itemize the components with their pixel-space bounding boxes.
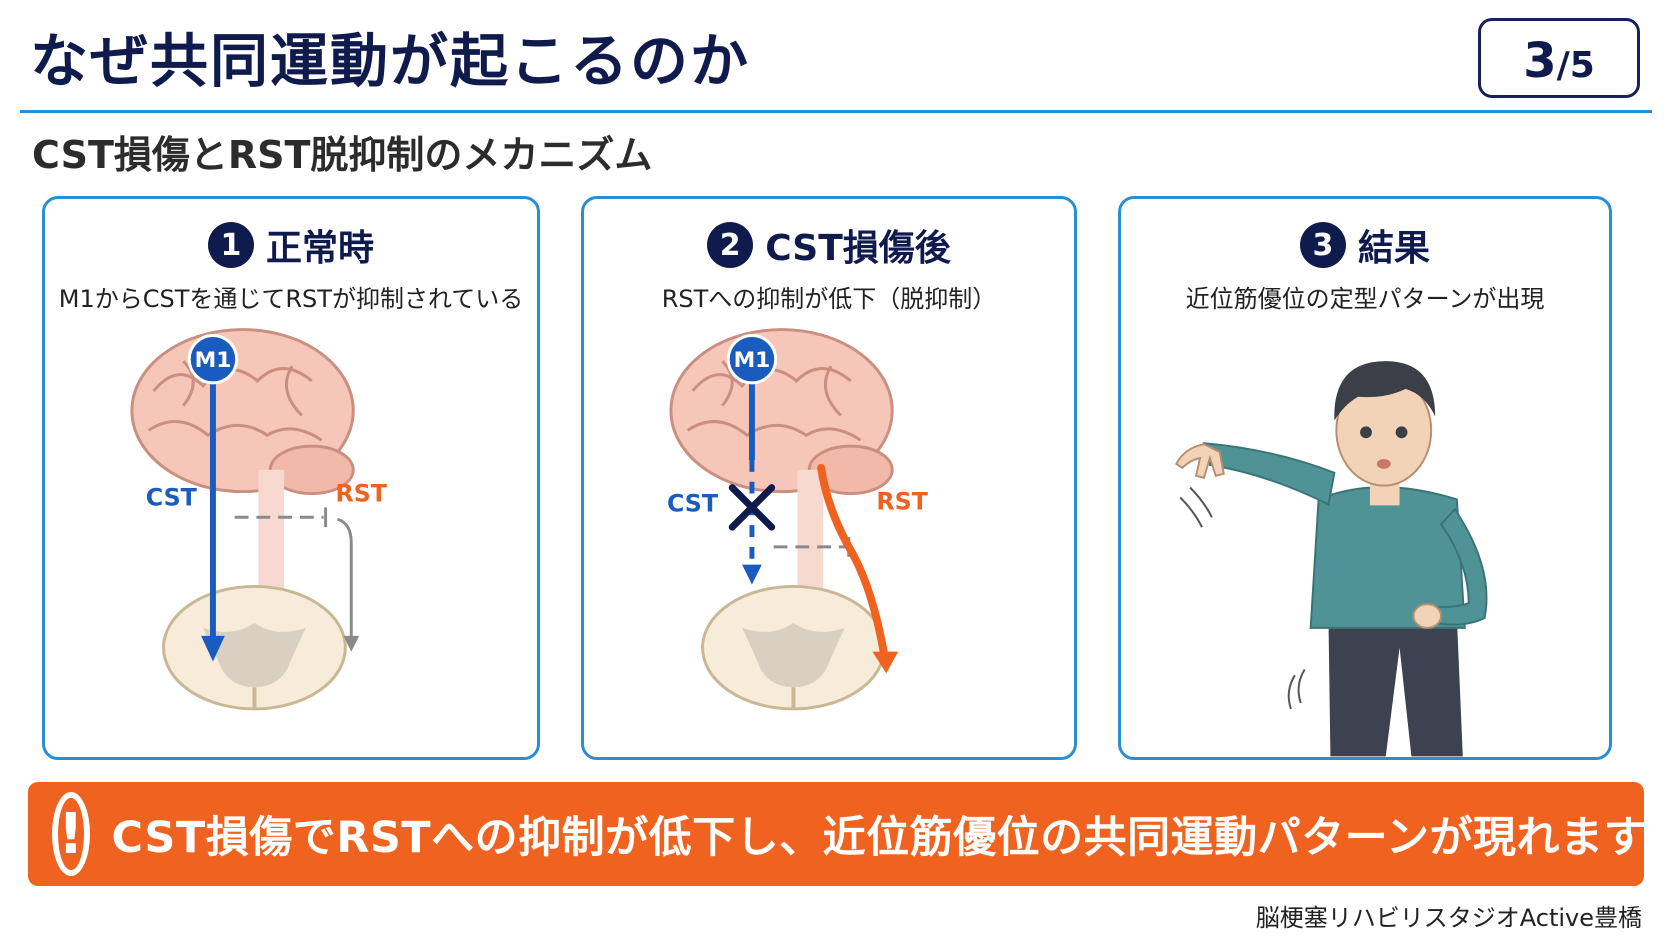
panel-cst-damage: 2 CST損傷後 RSTへの抑制が低下（脱抑制） M1 CST RST — [581, 196, 1077, 760]
m1-marker — [726, 334, 778, 385]
damage-x-icon — [728, 484, 776, 531]
panel-normal: 1 正常時 M1からCSTを通じてRSTが抑制されている M1 CST RST — [42, 196, 540, 760]
key-message-banner: ! CST損傷でRSTへの抑制が低下し、近位筋優位の共同運動パターンが現れます — [28, 782, 1647, 886]
cst-arrow-head — [201, 635, 225, 662]
panel-result: 3 結果 近位筋優位の定型パターンが出現 — [1118, 196, 1612, 760]
rst-pathway-line — [817, 463, 889, 660]
step-number-badge: 1 — [207, 222, 254, 268]
page-title: なぜ共同運動が起こるのか — [30, 27, 751, 95]
step-number-badge: 2 — [707, 222, 754, 268]
page-separator: / — [1556, 45, 1570, 86]
banner-text: CST損傷でRSTへの抑制が低下し、近位筋優位の共同運動パターンが現れます — [111, 813, 1647, 863]
cst-arrow-head — [742, 564, 762, 585]
panel-description: M1からCSTを通じてRSTが抑制されている — [58, 285, 524, 313]
page-subtitle: CST損傷とRST脱抑制のメカニズム — [32, 133, 653, 177]
rst-label: RST — [335, 479, 387, 507]
page-total: 5 — [1569, 45, 1595, 86]
m1-marker — [187, 334, 239, 385]
brain-icon — [130, 328, 355, 496]
damaged-pathway-illustration: M1 CST RST — [667, 328, 929, 711]
title-divider — [20, 110, 1652, 113]
footer-credit: 脳梗塞リハビリスタジオActive豊橋 — [1255, 904, 1642, 932]
normal-pathway-illustration: M1 CST RST — [130, 328, 388, 711]
panel-description: 近位筋優位の定型パターンが出現 — [1185, 285, 1545, 313]
brain-icon — [669, 328, 894, 496]
panel-title: 正常時 — [265, 228, 374, 269]
rst-pathway-line — [336, 517, 353, 638]
brainstem — [797, 469, 824, 599]
cst-label: CST — [667, 489, 719, 517]
spinal-cord-icon — [701, 584, 886, 711]
step-number-badge: 3 — [1299, 222, 1346, 268]
brainstem — [258, 469, 285, 599]
panel-header: 2 CST損傷後 — [584, 219, 1074, 271]
exclamation-icon: ! — [52, 792, 90, 876]
m1-label: M1 — [195, 348, 232, 373]
panel-title: 結果 — [1357, 228, 1430, 269]
panel-title: CST損傷後 — [765, 228, 951, 269]
rst-arrow-head — [872, 651, 899, 674]
page-current: 3 — [1523, 33, 1557, 89]
person-icon — [1175, 361, 1488, 757]
panel-description: RSTへの抑制が低下（脱抑制） — [661, 285, 997, 313]
patient-illustration — [1175, 361, 1488, 757]
spinal-cord-icon — [162, 584, 347, 711]
cst-label: CST — [146, 483, 198, 511]
page-indicator: 3 / 5 — [1478, 18, 1640, 98]
m1-label: M1 — [734, 348, 771, 373]
rst-label: RST — [876, 487, 928, 515]
rst-arrow-head — [343, 635, 360, 652]
panel-header: 1 正常時 — [45, 219, 537, 271]
panel-header: 3 結果 — [1121, 219, 1609, 271]
